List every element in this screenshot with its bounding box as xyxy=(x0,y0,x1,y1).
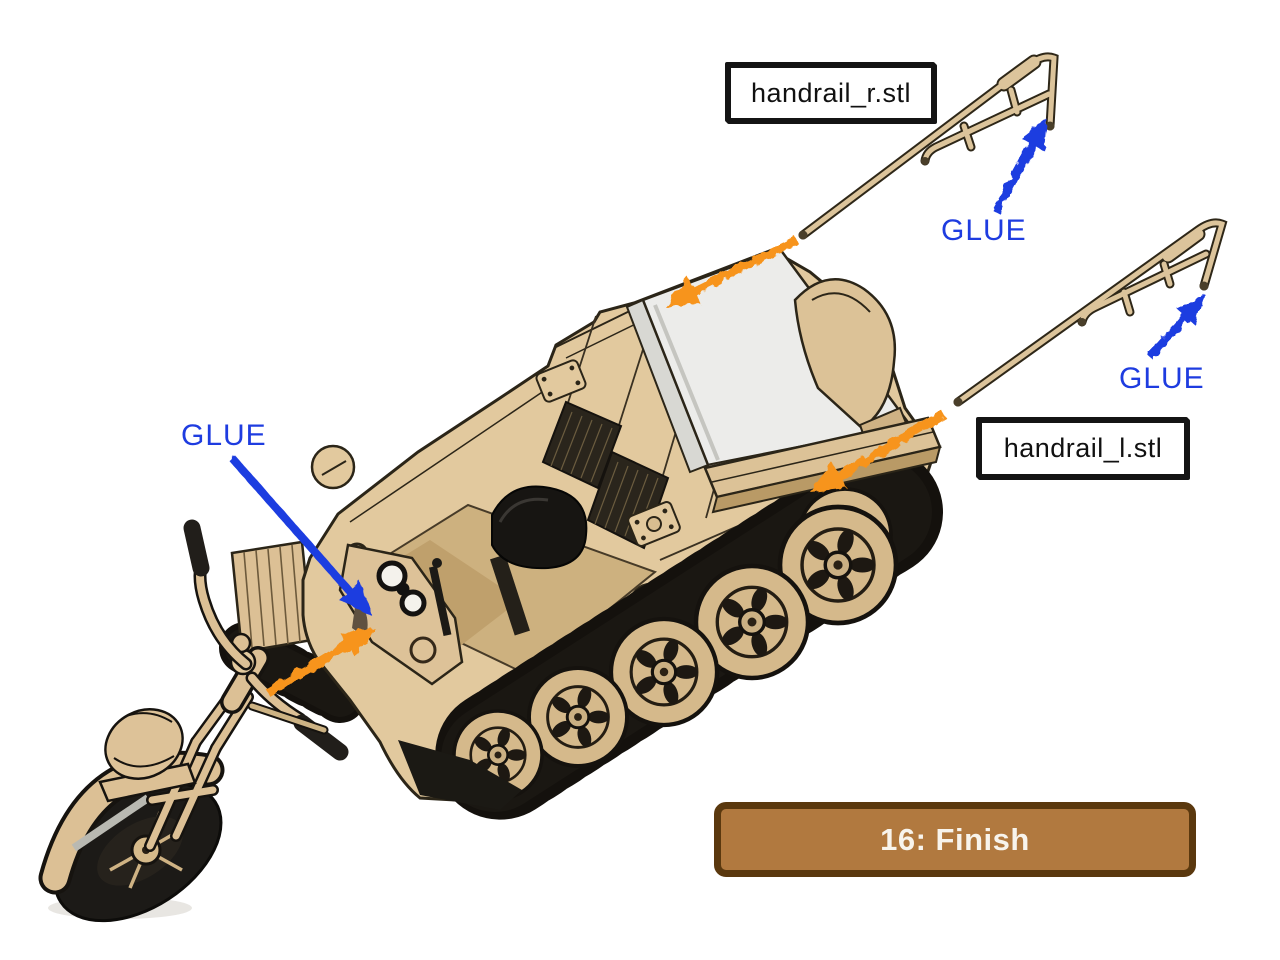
glue-annotation-right-mid: GLUE xyxy=(1119,362,1205,395)
part-label-handrail-left: handrail_l.stl xyxy=(977,418,1189,479)
part-label-handrail-right: handrail_r.stl xyxy=(726,63,936,123)
attach-arrow-right-rail xyxy=(664,235,799,306)
glue-annotation-right-top: GLUE xyxy=(941,214,1027,247)
step-banner: 16: Finish xyxy=(714,802,1196,877)
right-track xyxy=(398,447,943,823)
attach-arrows xyxy=(265,235,947,697)
seat xyxy=(490,485,588,636)
handrail-right-part xyxy=(798,52,1059,240)
glue-annotation-left: GLUE xyxy=(181,419,267,452)
motorcycle-front xyxy=(38,519,349,923)
glue-arrows xyxy=(229,118,1205,616)
glue-arrow-right-mid xyxy=(1147,294,1205,360)
glue-arrow-right-top xyxy=(992,118,1047,214)
dashboard xyxy=(338,543,464,686)
glue-arrow-left xyxy=(229,455,372,616)
attach-arrow-handlebar xyxy=(265,628,375,697)
handrail-left-part xyxy=(953,218,1228,407)
attach-arrow-left-rail xyxy=(810,410,947,492)
